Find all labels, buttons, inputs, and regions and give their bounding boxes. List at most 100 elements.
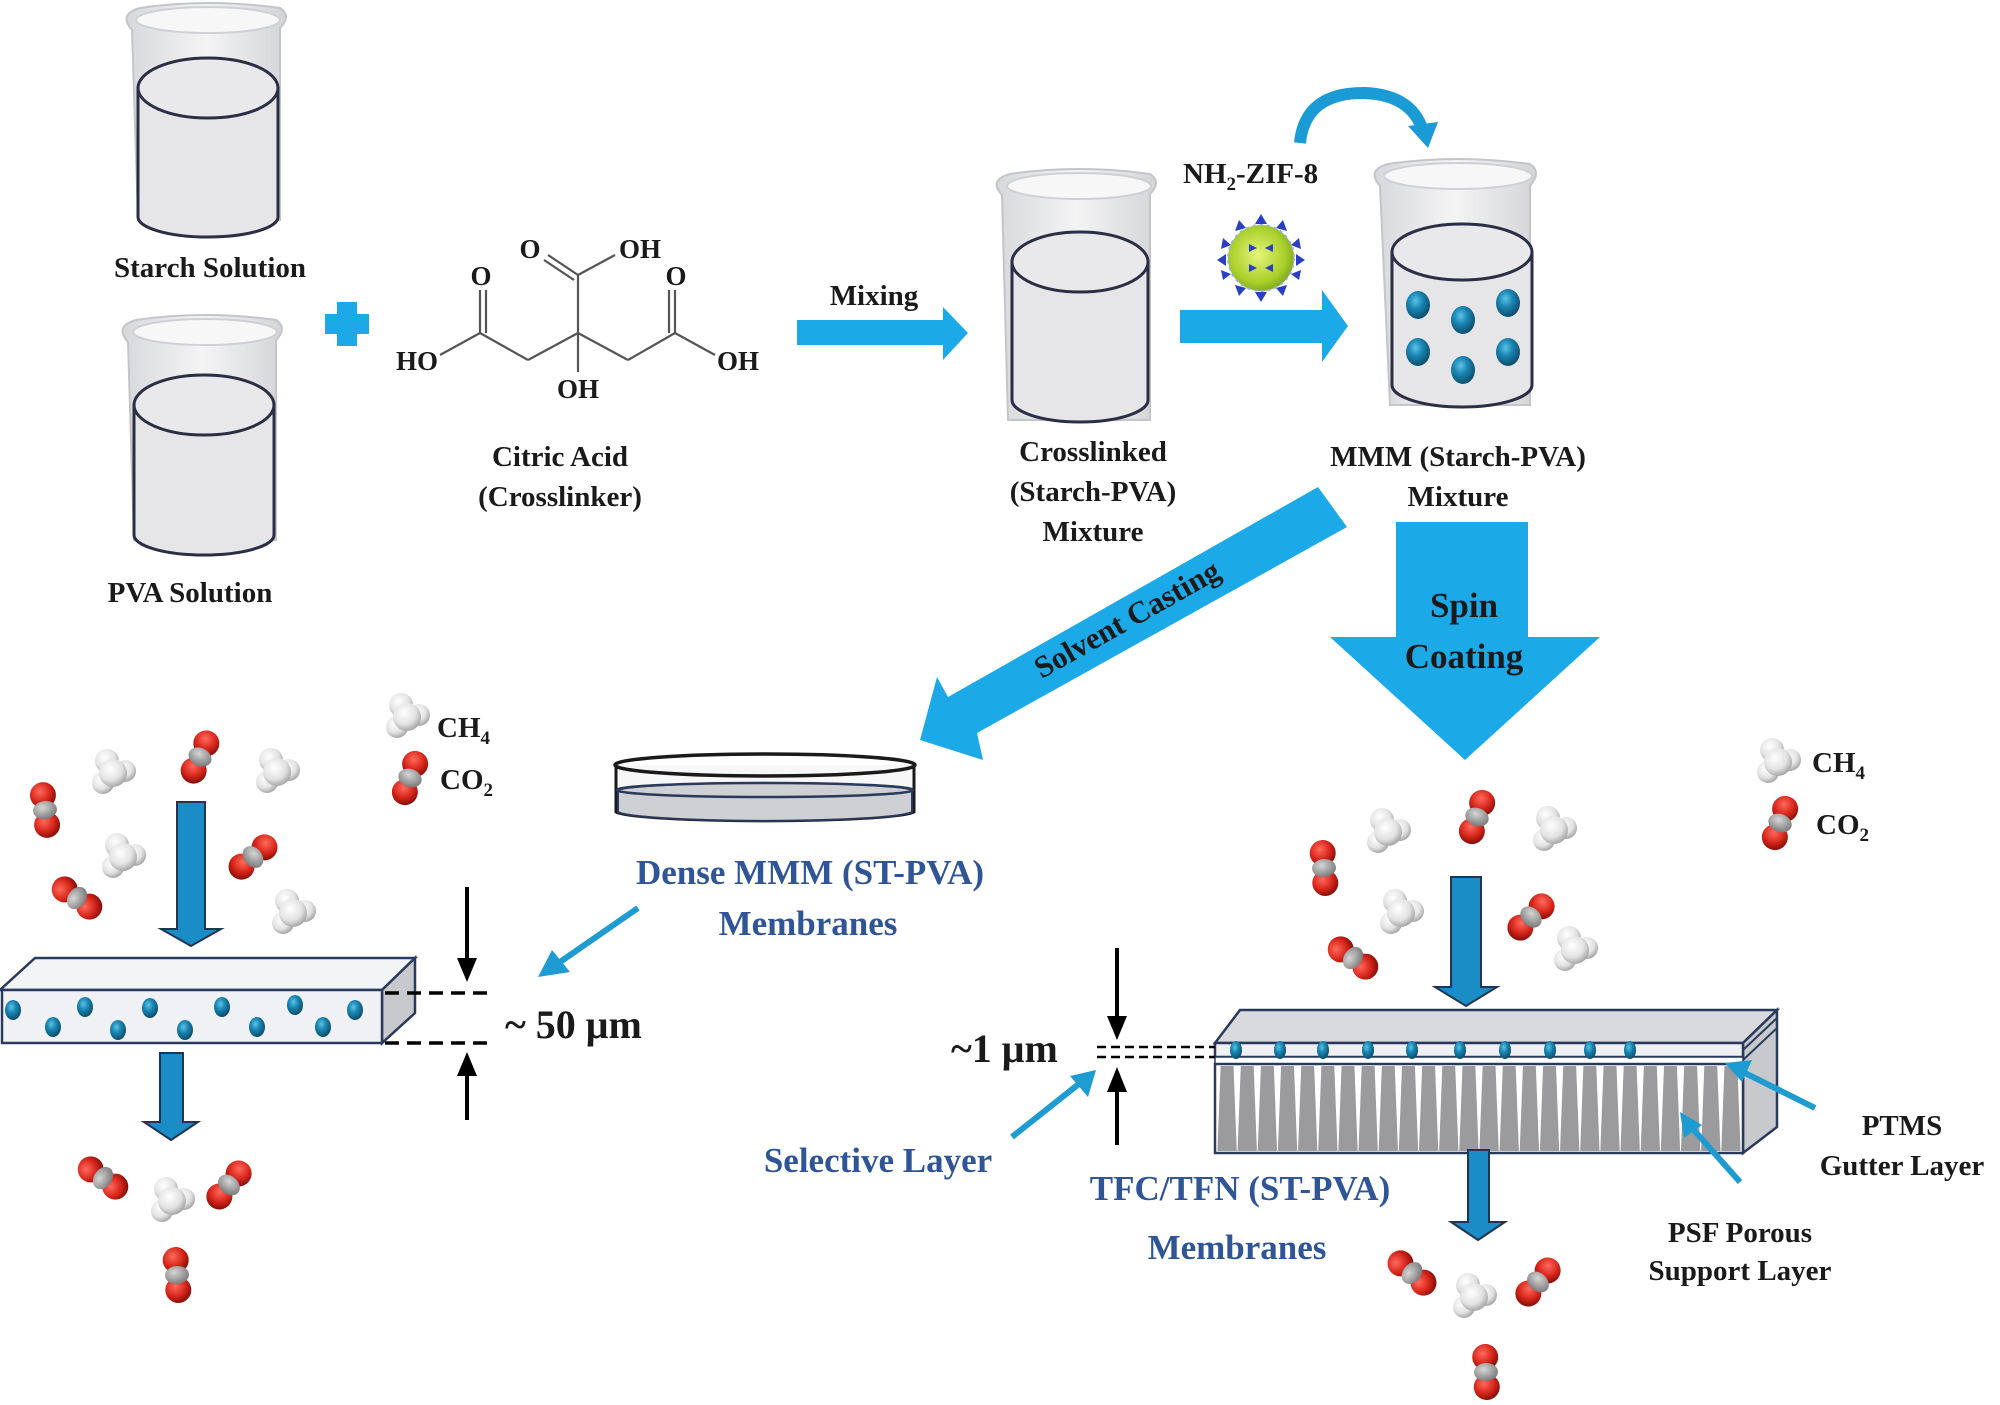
mmm-mixture-label-line1: MMM (Starch-PVA) — [1330, 441, 1586, 473]
ptms-label: PTMS — [1862, 1110, 1943, 1142]
atom-oh-bottom: OH — [557, 374, 599, 404]
ch4-molecule-icon — [1380, 889, 1424, 934]
filler-particle — [1317, 1041, 1329, 1059]
filler-particle — [1406, 1041, 1418, 1059]
dense-pointer-arrow-icon — [538, 905, 640, 977]
mmm-beaker-icon — [1373, 158, 1537, 409]
crosslinked-beaker-icon — [995, 168, 1157, 424]
ch4-molecule-icon — [151, 1177, 195, 1222]
co2-molecule-icon — [1322, 931, 1384, 985]
legend-ch4-molecule-icon — [386, 693, 430, 738]
legend-co2-molecule-icon — [388, 747, 432, 809]
ch4-molecule-icon — [1554, 926, 1598, 971]
legend-co2-molecule-icon-right — [1758, 792, 1802, 854]
gutter-layer-pointer-icon — [1725, 1060, 1817, 1111]
tfc-permeate-gas-molecules — [1382, 1245, 1566, 1401]
co2-molecule-icon — [1471, 1343, 1501, 1401]
support-pore-wall — [1499, 1066, 1519, 1151]
co2-molecule-icon — [1382, 1245, 1442, 1301]
co2-molecule-icon — [1455, 786, 1499, 848]
tfc-label-line1: TFC/TFN (ST-PVA) — [1090, 1169, 1390, 1208]
selective-layer-label: Selective Layer — [764, 1141, 992, 1180]
tfc-membrane-slab — [1212, 1007, 1781, 1156]
co2-molecule-icon — [176, 726, 224, 788]
starch-beaker-icon — [125, 2, 287, 239]
legend-ch4-molecule-icon-right — [1757, 738, 1801, 783]
crosslinked-label-line3: Mixture — [1043, 516, 1144, 548]
support-pore-wall — [1398, 1066, 1419, 1151]
support-pore-wall — [1539, 1066, 1560, 1151]
ch4-molecule-icon — [256, 748, 300, 793]
pva-beaker-icon — [121, 314, 283, 557]
tfc-label-line2: Membranes — [1148, 1228, 1327, 1267]
ch4-molecule-icon — [1453, 1273, 1497, 1318]
dense-feed-arrow-icon — [157, 801, 225, 948]
legend-ch4-label-right: CH4 — [1812, 747, 1866, 784]
crosslinker-label: (Crosslinker) — [478, 481, 642, 513]
ch4-molecule-icon — [102, 833, 146, 878]
support-pore-wall — [1721, 1066, 1741, 1151]
support-layer-label: Support Layer — [1649, 1255, 1832, 1287]
support-pore-wall — [1479, 1066, 1499, 1151]
support-pore-wall — [1620, 1066, 1640, 1151]
filler-addition-arrow-icon — [1180, 290, 1348, 362]
support-pore-wall — [1439, 1066, 1459, 1151]
mmm-mixture-label-line2: Mixture — [1408, 481, 1509, 513]
selective-layer-pointer-icon — [1010, 1070, 1096, 1140]
ch4-molecule-icon — [1533, 806, 1577, 851]
support-pore-wall — [1660, 1066, 1681, 1151]
support-pore-wall — [1378, 1066, 1398, 1151]
support-pore-wall — [1217, 1066, 1237, 1151]
dense-thickness-label: ~ 50 μm — [505, 1002, 642, 1047]
starch-solution-label: Starch Solution — [114, 252, 306, 284]
citric-acid-label: Citric Acid — [492, 441, 628, 473]
atom-oh-top: OH — [619, 234, 661, 264]
spin-label: Spin — [1430, 586, 1498, 625]
legend-co2-label-right: CO2 — [1816, 809, 1869, 846]
support-pore-wall — [1580, 1066, 1600, 1151]
support-pore-wall — [1298, 1066, 1318, 1151]
plus-icon — [325, 302, 369, 346]
tfc-thickness-indicator — [1097, 948, 1215, 1145]
co2-molecule-icon — [1502, 888, 1560, 946]
tfc-thickness-label: ~1 μm — [951, 1026, 1058, 1071]
filler-particle — [1362, 1041, 1374, 1059]
support-pore-wall — [1560, 1066, 1580, 1151]
atom-o-top: O — [519, 234, 540, 264]
dense-membrane-slab — [0, 955, 419, 1046]
psf-porous-label: PSF Porous — [1668, 1217, 1812, 1249]
atom-ho-left: HO — [396, 346, 438, 376]
support-pore-wall — [1519, 1066, 1540, 1151]
support-pore-wall — [1318, 1066, 1338, 1151]
atom-o-right: O — [665, 261, 686, 291]
pva-solution-label: PVA Solution — [108, 577, 273, 609]
ch4-molecule-icon — [272, 889, 316, 934]
support-pore-wall — [1418, 1066, 1439, 1151]
dense-thickness-indicator — [385, 887, 495, 1120]
filler-particle — [1274, 1041, 1286, 1059]
dense-feed-gas-molecules — [28, 726, 316, 934]
atom-oh-right: OH — [717, 346, 759, 376]
support-layer-pointer-icon — [1680, 1112, 1743, 1184]
co2-molecule-icon — [1308, 838, 1340, 898]
support-pore-wall — [1640, 1066, 1660, 1151]
ch4-molecule-icon — [92, 749, 136, 794]
filler-particle — [1230, 1041, 1242, 1059]
crosslinked-label-line2: (Starch-PVA) — [1010, 476, 1176, 508]
citric-acid-structure: O OH O O HO OH OH — [396, 234, 759, 404]
zif-8-crystal-icon — [1217, 214, 1305, 302]
filler-particle — [1499, 1041, 1511, 1059]
dense-permeate-gas-molecules — [72, 1151, 257, 1305]
dense-mmm-label-line1: Dense MMM (ST-PVA) — [636, 853, 984, 892]
filler-particle — [1584, 1041, 1596, 1059]
solvent-casting-label: Solvent Casting — [1028, 552, 1226, 685]
spin-coating-arrow-icon — [1330, 522, 1600, 760]
support-pore-wall — [1701, 1066, 1721, 1151]
dense-mmm-label-line2: Membranes — [719, 904, 898, 943]
gutter-layer-label: Gutter Layer — [1820, 1150, 1985, 1182]
nh2-zif-8-label: NH2-ZIF-8 — [1183, 158, 1318, 195]
filler-particle — [1454, 1041, 1466, 1059]
support-pore-wall — [1257, 1066, 1278, 1151]
coating-label: Coating — [1405, 637, 1524, 676]
